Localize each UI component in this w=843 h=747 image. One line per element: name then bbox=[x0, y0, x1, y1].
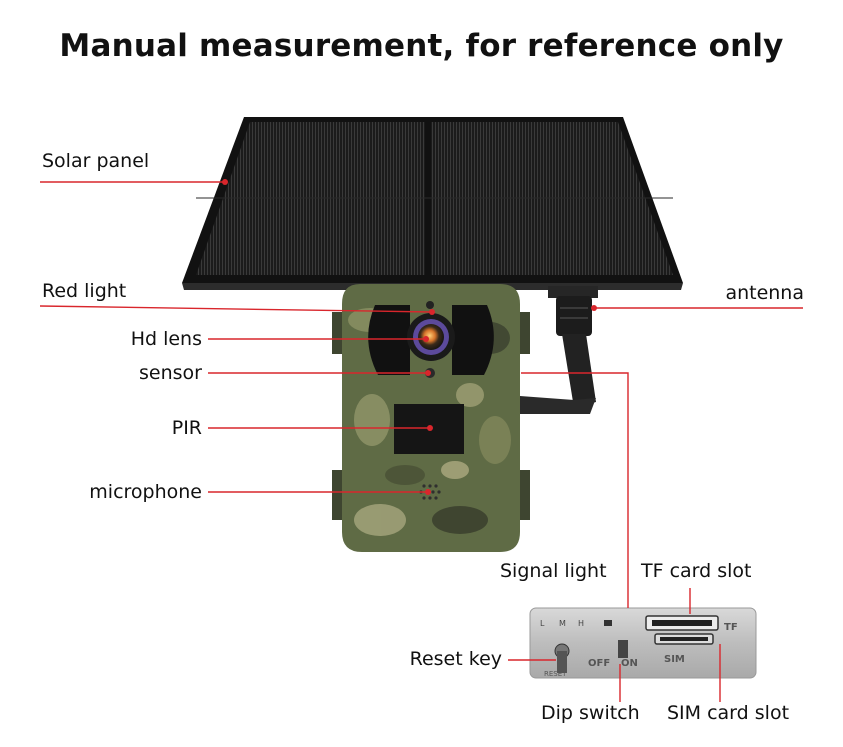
label-solar-panel: Solar panel bbox=[42, 150, 150, 172]
label-sensor: sensor bbox=[139, 362, 202, 384]
port-panel: L M H TF SIM OFF ON RESET bbox=[529, 607, 757, 679]
leader-signal-light bbox=[521, 372, 629, 608]
label-hd-lens: Hd lens bbox=[130, 328, 202, 350]
leader-red-light bbox=[39, 305, 433, 313]
led-label-m: M bbox=[559, 619, 566, 628]
label-microphone: microphone bbox=[89, 481, 202, 503]
label-dip-switch: Dip switch bbox=[541, 702, 640, 724]
tf-marking: TF bbox=[724, 622, 738, 633]
reset-marking: RESET bbox=[544, 670, 567, 678]
solar-panel bbox=[182, 117, 683, 290]
leader-dots bbox=[222, 179, 597, 495]
camera-body bbox=[332, 284, 530, 552]
label-signal-light: Signal light bbox=[500, 560, 607, 582]
label-reset-key: Reset key bbox=[409, 648, 502, 670]
antenna bbox=[520, 286, 598, 414]
sim-marking: SIM bbox=[664, 654, 685, 665]
label-red-light: Red light bbox=[42, 280, 127, 302]
led-label-l: L bbox=[540, 619, 545, 628]
switch-off-marking: OFF bbox=[588, 658, 610, 669]
led-label-h: H bbox=[578, 619, 584, 628]
label-sim-card-slot: SIM card slot bbox=[667, 702, 790, 724]
page-title: Manual measurement, for reference only bbox=[59, 28, 784, 64]
label-pir: PIR bbox=[171, 417, 202, 439]
label-tf-card-slot: TF card slot bbox=[641, 560, 752, 582]
label-antenna: antenna bbox=[725, 282, 804, 304]
switch-on-marking: ON bbox=[621, 658, 638, 669]
leader-lines bbox=[39, 181, 803, 702]
